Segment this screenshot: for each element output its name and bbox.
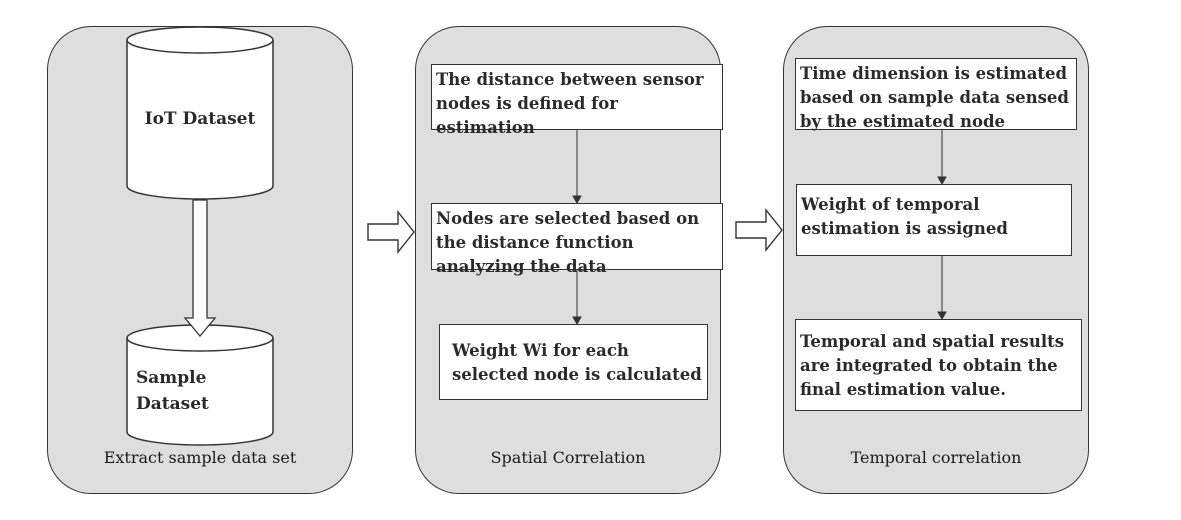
temporal-step-1: Time dimension is estimated based on sam… bbox=[795, 58, 1077, 131]
spatial-panel-label: Spatial Correlation bbox=[490, 448, 646, 467]
block-arrow-to-spatial bbox=[367, 210, 415, 254]
temporal-panel-label: Temporal correlation bbox=[850, 448, 1022, 467]
extract-panel-label: Extract sample data set bbox=[103, 448, 297, 467]
spatial-connector-1-head bbox=[572, 195, 582, 205]
spatial-step-3-text: Weight Wi for each selected node is calc… bbox=[452, 341, 702, 384]
spatial-step-2: Nodes are selected based on the distance… bbox=[431, 203, 723, 276]
temporal-connector-1-head bbox=[937, 176, 947, 186]
temporal-step-2-text: Weight of temporal estimation is assigne… bbox=[801, 195, 1008, 238]
iot-dataset-cylinder bbox=[126, 26, 274, 200]
spatial-step-1: The distance between sensor nodes is def… bbox=[431, 64, 723, 137]
iot-dataset-label: IoT Dataset bbox=[144, 109, 256, 129]
temporal-step-3: Temporal and spatial results are integra… bbox=[795, 319, 1082, 411]
sample-dataset-cylinder bbox=[126, 324, 274, 446]
spatial-step-2-text: Nodes are selected based on the distance… bbox=[436, 209, 700, 276]
spatial-step-1-text: The distance between sensor nodes is def… bbox=[436, 70, 704, 137]
temporal-step-3-text: Temporal and spatial results are integra… bbox=[800, 332, 1065, 399]
temporal-step-1-text: Time dimension is estimated based on sam… bbox=[800, 64, 1069, 131]
temporal-step-2: Weight of temporal estimation is assigne… bbox=[796, 184, 1072, 256]
block-arrow-to-temporal bbox=[735, 208, 783, 252]
temporal-connector-2-head bbox=[937, 311, 947, 321]
spatial-connector-2-head bbox=[572, 316, 582, 326]
sample-dataset-label: Sample Dataset bbox=[136, 368, 209, 414]
extract-down-arrow bbox=[183, 199, 217, 338]
spatial-step-3: Weight Wi for each selected node is calc… bbox=[439, 324, 708, 400]
